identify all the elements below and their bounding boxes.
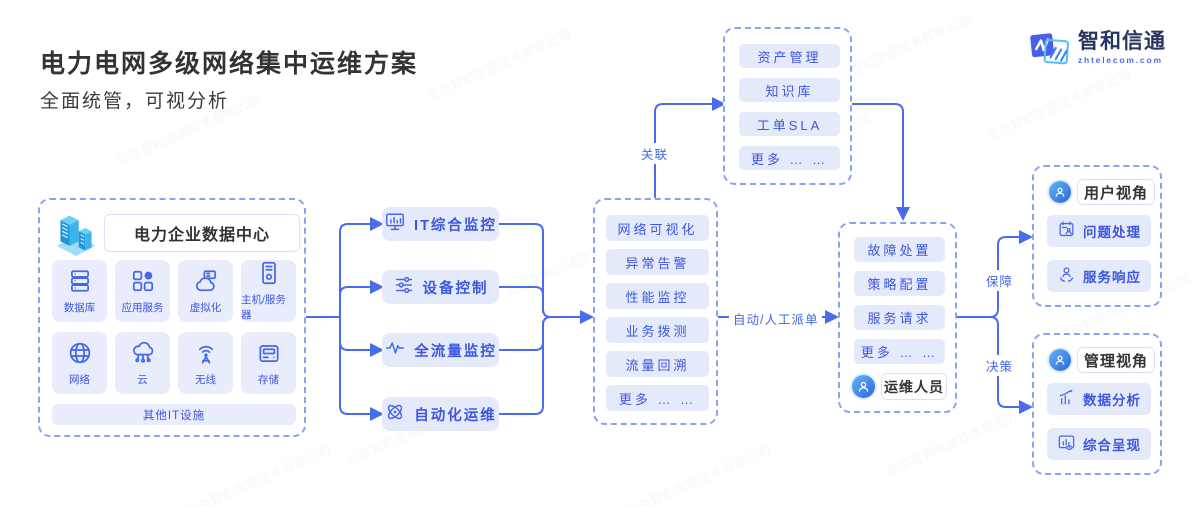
capability-automation: 自动化运维 xyxy=(382,397,499,431)
user-view-box: 用户视角 问题处理 服务响应 xyxy=(1032,165,1162,307)
tile-label: 应用服务 xyxy=(121,301,164,314)
function-item: 网络可视化 xyxy=(606,215,709,241)
operator-avatar-icon xyxy=(852,375,875,398)
capability-label: 设备控制 xyxy=(422,280,489,297)
page-subtitle: 全面统管，可视分析 xyxy=(40,91,230,112)
view-item-dashboard: 综合呈现 xyxy=(1047,428,1151,460)
view-item-label: 数据分析 xyxy=(1083,393,1141,408)
edge-label-decision: 决策 xyxy=(982,355,1018,376)
building-icon xyxy=(54,211,98,262)
tile-virtualization: 虚拟化 xyxy=(178,260,233,322)
view-item-data-analysis: 数据分析 xyxy=(1047,383,1151,415)
itsm-item-more: 更多 … … xyxy=(739,146,840,170)
view-item-label: 服务响应 xyxy=(1083,270,1141,285)
manager-avatar-icon xyxy=(1049,349,1071,371)
management-view-box: 管理视角 数据分析 xyxy=(1032,333,1162,475)
cloud-icon xyxy=(130,340,156,369)
tile-label: 无线 xyxy=(195,373,216,386)
functions-box: 网络可视化 异常告警 性能监控 业务拨测 流量回溯 更多 … … xyxy=(593,198,718,425)
tile-host-server: 主机/服务器 xyxy=(241,260,296,322)
brand-logo: 智和信通 zhtelecom.com xyxy=(1028,30,1166,73)
itsm-box: 资产管理 知识库 工单SLA 更多 … … xyxy=(723,27,852,185)
device-control-icon xyxy=(393,274,415,300)
issue-handling-icon xyxy=(1057,220,1076,242)
function-item: 流量回溯 xyxy=(606,351,709,377)
tile-label: 数据库 xyxy=(63,301,96,314)
ops-item: 故障处置 xyxy=(854,237,945,262)
service-response-icon xyxy=(1057,265,1076,287)
wireless-icon xyxy=(193,340,219,369)
view-item-service-response: 服务响应 xyxy=(1047,260,1151,292)
ops-item: 策略配置 xyxy=(854,271,945,296)
tile-wireless: 无线 xyxy=(178,332,233,394)
capability-traffic-monitoring: 全流量监控 xyxy=(382,333,499,367)
user-avatar-icon xyxy=(1049,181,1071,203)
traffic-monitor-icon xyxy=(384,337,406,363)
view-item-label: 问题处理 xyxy=(1083,225,1141,240)
datacenter-title: 电力企业数据中心 xyxy=(104,214,300,252)
tile-app-services: 应用服务 xyxy=(115,260,170,322)
automation-icon xyxy=(384,401,406,427)
tile-label: 云 xyxy=(137,373,148,386)
capability-label: IT综合监控 xyxy=(414,217,497,234)
itsm-item: 工单SLA xyxy=(739,112,840,136)
edge-label-relate: 关联 xyxy=(637,143,673,164)
tile-other-it: 其他IT设施 xyxy=(52,404,296,425)
storage-icon xyxy=(256,340,282,369)
tile-storage: 存储 xyxy=(241,332,296,394)
tile-cloud: 云 xyxy=(115,332,170,394)
tile-label: 虚拟化 xyxy=(189,301,222,314)
virtualization-icon xyxy=(193,268,219,297)
view-item-label: 综合呈现 xyxy=(1083,438,1141,453)
tile-label: 存储 xyxy=(258,373,279,386)
function-item-more: 更多 … … xyxy=(606,385,709,411)
user-view-title: 用户视角 xyxy=(1077,179,1155,205)
brand-name: 智和信通 xyxy=(1078,30,1166,53)
ops-item: 服务请求 xyxy=(854,305,945,330)
capability-label: 全流量监控 xyxy=(414,343,497,360)
tile-label: 网络 xyxy=(69,373,90,386)
management-view-title: 管理视角 xyxy=(1077,347,1155,373)
capability-label: 自动化运维 xyxy=(414,407,497,424)
ops-item-more: 更多 … … xyxy=(854,339,945,364)
network-icon xyxy=(67,340,93,369)
tile-database: 数据库 xyxy=(52,260,107,322)
tile-network: 网络 xyxy=(52,332,107,394)
itsm-item: 知识库 xyxy=(739,78,840,102)
page-title: 电力电网多级网络集中运维方案 xyxy=(40,50,419,78)
host-server-icon xyxy=(256,260,282,289)
app-services-icon xyxy=(130,268,156,297)
function-item: 异常告警 xyxy=(606,249,709,275)
dashboard-icon xyxy=(1057,433,1076,455)
edge-label-guarantee: 保障 xyxy=(982,270,1018,291)
ops-role-label: 运维人员 xyxy=(881,373,947,400)
ops-box: 故障处置 策略配置 服务请求 更多 … … 运维人员 xyxy=(838,222,957,413)
view-item-issue-handling: 问题处理 xyxy=(1047,215,1151,247)
datacenter-box: 电力企业数据中心 数据库 xyxy=(38,198,306,437)
function-item: 业务拨测 xyxy=(606,317,709,343)
data-analysis-icon xyxy=(1057,388,1076,410)
brand-logo-icon xyxy=(1028,30,1072,73)
edge-label-dispatch: 自动/人工派单 xyxy=(729,308,823,329)
itsm-item: 资产管理 xyxy=(739,44,840,68)
capability-device-control: 设备控制 xyxy=(382,270,499,304)
function-item: 性能监控 xyxy=(606,283,709,309)
it-monitor-icon xyxy=(384,211,406,237)
tile-label: 主机/服务器 xyxy=(241,294,286,321)
capability-it-monitoring: IT综合监控 xyxy=(382,207,499,241)
brand-domain: zhtelecom.com xyxy=(1078,55,1163,65)
database-icon xyxy=(67,268,93,297)
